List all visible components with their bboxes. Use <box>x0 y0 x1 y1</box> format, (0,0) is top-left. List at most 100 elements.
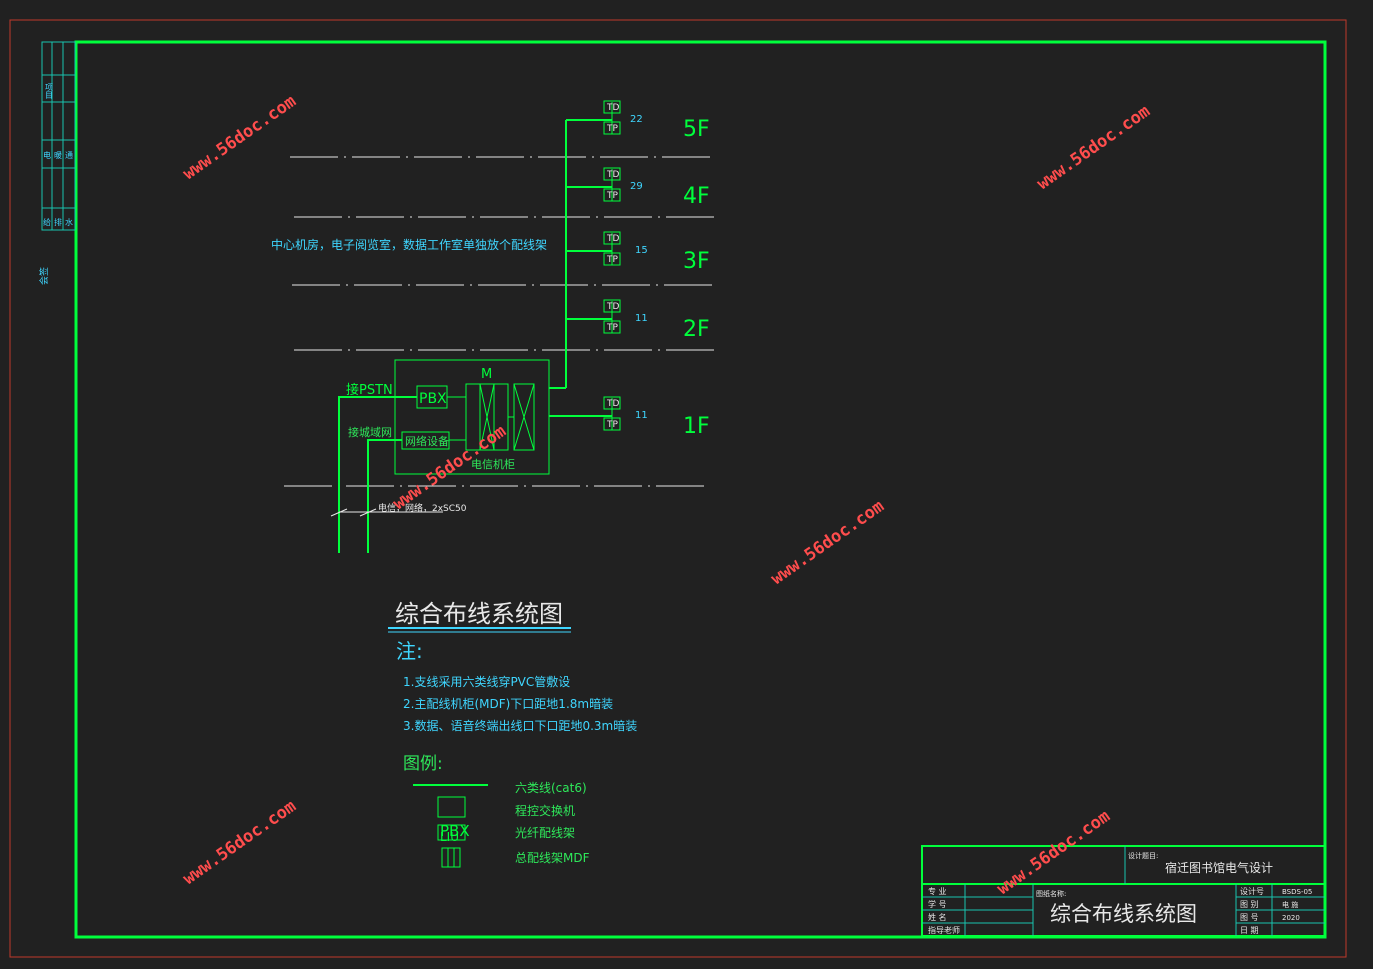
side-strip-label: 水 <box>65 217 73 227</box>
riser-trunk <box>549 119 612 417</box>
td-label: TD <box>606 103 619 113</box>
td-label: TD <box>606 399 619 409</box>
cable-label: 电信，网络，2xSC50 <box>378 502 467 514</box>
td-outlet-box <box>603 396 621 410</box>
drawing-name: 综合布线系统图 <box>1050 902 1197 926</box>
watermark-text: www.56doc.com <box>179 796 299 889</box>
notes-list: 1.支线采用六类线穿PVC管敷设 2.主配线机柜(MDF)下口距地1.8m暗装 3.… <box>403 674 637 733</box>
floor-label: 5F <box>683 117 710 142</box>
note-item: 3.数据、语音终端出线口下口距地0.3m暗装 <box>403 718 637 733</box>
diagram-title: 综合布线系统图 <box>395 600 563 628</box>
title-block-right-rows: 设计号 BSDS-05 图 别 电 施图 号 2020 日 期 <box>1240 886 1312 935</box>
side-strip-countersign: 会签 <box>38 267 50 285</box>
title-block-field: 日 期 <box>1240 926 1259 935</box>
pbx-symbol <box>437 796 466 818</box>
side-strip-label: 电 <box>43 150 51 160</box>
tp-label: TP <box>606 124 618 134</box>
drawing-frame <box>74 40 1327 939</box>
side-strip <box>41 41 76 231</box>
title-block-grid <box>922 846 1325 936</box>
incoming-lines <box>338 396 417 553</box>
legend-symbol-label: PBX <box>440 822 470 840</box>
watermark-text: www.56doc.com <box>179 91 299 184</box>
floor-outlet-4F: TD TP 29 4F <box>603 167 710 209</box>
side-strip-label: 目 <box>45 91 53 100</box>
note-item: 2.主配线机柜(MDF)下口距地1.8m暗装 <box>403 696 613 711</box>
title-block-field: 专 业 <box>928 886 947 896</box>
outer-border <box>9 19 1347 958</box>
tp-outlet-box <box>603 121 621 135</box>
outlet-count: 22 <box>630 114 643 125</box>
floor-lines <box>284 156 714 487</box>
title-block-field: 图 号 <box>1240 913 1259 922</box>
mdf-label: M <box>481 367 492 382</box>
floor-label: 3F <box>683 249 710 274</box>
mdf-symbol <box>441 847 461 868</box>
side-strip-label: 暖 <box>54 151 62 160</box>
cabinet-label: 电信机柜 <box>471 457 515 471</box>
tp-label: TP <box>606 191 618 201</box>
liu-symbol <box>437 824 466 841</box>
network-device-label: 网络设备 <box>405 434 449 448</box>
notes-heading: 注: <box>396 639 423 663</box>
td-label: TD <box>606 170 619 180</box>
legend-item: 总配线架MDF <box>515 851 590 865</box>
outlet-count: 29 <box>630 181 643 192</box>
side-strip-label: 通 <box>65 150 73 160</box>
server-room-note: 中心机房，电子阅览室，数据工作室单独放个配线架 <box>271 237 547 252</box>
td-outlet-box <box>603 100 621 114</box>
outlet-count: 11 <box>635 313 648 324</box>
project-name: 宿迁图书馆电气设计 <box>1165 860 1273 875</box>
floor-label: 4F <box>683 184 710 209</box>
designer-label: 设计题目: <box>1128 851 1158 860</box>
legend-heading: 图例: <box>403 754 443 774</box>
title-block-field: 指导老师 <box>928 925 960 935</box>
outlet-count: 15 <box>635 245 648 256</box>
side-strip-labels: 电暖通给排水项目 <box>43 83 73 227</box>
title-block-field: 图 别 <box>1240 900 1259 909</box>
tp-outlet-box <box>603 252 621 266</box>
pbx-label: PBX <box>419 391 447 407</box>
td-outlet-box <box>603 231 621 245</box>
side-strip-label: 给 <box>43 217 51 227</box>
watermarks: www.56doc.com www.56doc.com www.56doc.com w… <box>179 91 1153 899</box>
note-item: 1.支线采用六类线穿PVC管敷设 <box>403 674 570 689</box>
outlet-count: 11 <box>635 410 648 421</box>
watermark-text: www.56doc.com <box>767 496 887 589</box>
legend-item: 程控交换机 <box>515 803 575 818</box>
tp-label: TP <box>606 420 618 430</box>
td-label: TD <box>606 234 619 244</box>
td-outlet-box <box>603 299 621 313</box>
legend-symbols <box>413 784 488 868</box>
legend-item: 光纤配线架 <box>515 826 575 840</box>
lan-label: 接城域网 <box>348 426 392 439</box>
floor-label: 2F <box>683 317 710 342</box>
pstn-label: 接PSTN <box>346 382 393 398</box>
cable-ticks <box>330 508 443 517</box>
title-block-field: 设计号 <box>1240 886 1264 896</box>
legend-item: 六类线(cat6) <box>515 781 587 795</box>
title-block-value: BSDS-05 <box>1282 888 1312 896</box>
title-block-field: 姓 名 <box>928 912 947 922</box>
telecom-cabinet <box>394 359 550 475</box>
title-block-field: 学 号 <box>928 899 947 909</box>
tp-label: TP <box>606 323 618 333</box>
drawing-name-label: 图纸名称: <box>1036 889 1066 898</box>
watermark-text: www.56doc.com <box>1033 101 1153 194</box>
side-strip-label: 排 <box>54 217 62 227</box>
watermark-text: www.56doc.com <box>993 806 1113 899</box>
tp-outlet-box <box>603 417 621 431</box>
title-block-value: 电 施 <box>1282 900 1298 909</box>
title-block-value: 2020 <box>1282 914 1300 922</box>
tp-outlet-box <box>603 188 621 202</box>
td-outlet-box <box>603 167 621 181</box>
legend-symbol-label: LIU <box>440 830 459 844</box>
tp-outlet-box <box>603 320 621 334</box>
floor-outlet-5F: TD TP 22 5F <box>603 100 710 142</box>
